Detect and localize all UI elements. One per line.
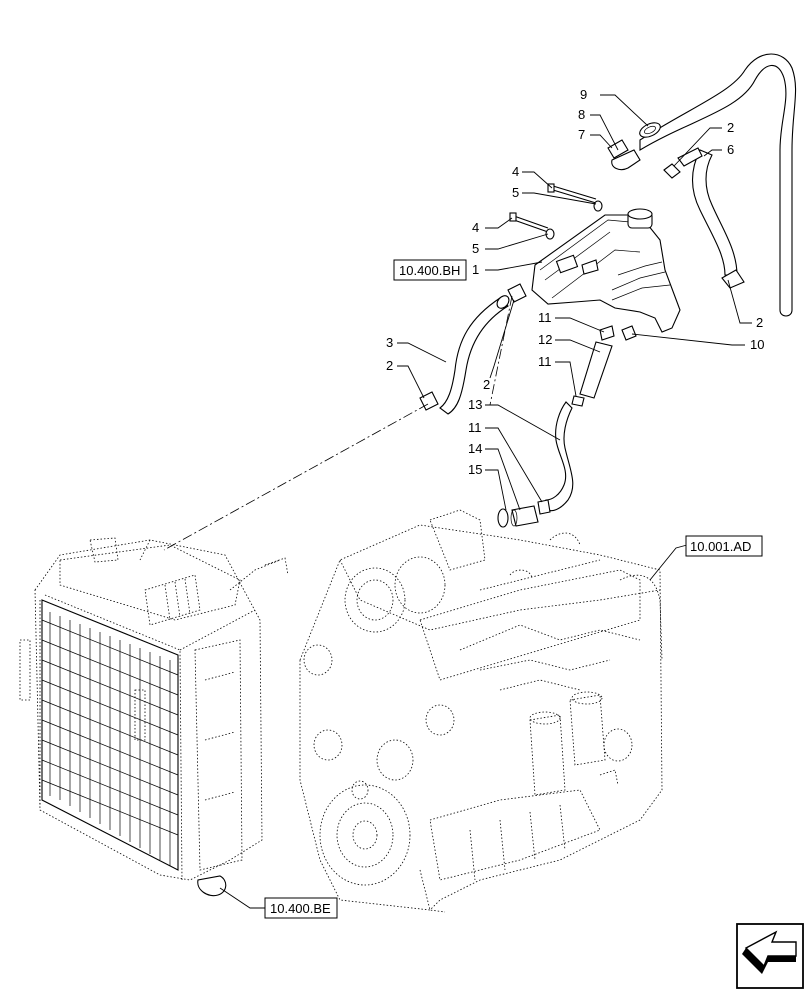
callout-7: 7 (578, 127, 585, 142)
callout-4-upper: 4 (512, 164, 519, 179)
callout-1: 1 (472, 262, 479, 277)
callout-2-top: 2 (727, 120, 734, 135)
callout-11-upper: 11 (538, 310, 552, 325)
callout-14: 14 (468, 441, 482, 456)
leader-lines (219, 94, 752, 909)
bolt-4-lower (509, 212, 549, 233)
reference-10-400-be-label: 10.400.BE (270, 901, 331, 916)
callout-5-lower: 5 (472, 241, 479, 256)
callout-6: 6 (727, 142, 734, 157)
hose-12 (579, 341, 613, 399)
hose-13 (545, 401, 574, 512)
next-page-arrow-icon[interactable] (736, 923, 804, 989)
clamp-2-top (663, 163, 681, 179)
washer-5-upper (593, 200, 603, 212)
reference-10-400-bh-label: 10.400.BH (399, 263, 460, 278)
fitting-11-lower (537, 499, 551, 515)
hose-6 (677, 147, 738, 276)
callout-12: 12 (538, 332, 552, 347)
radiator-core (41, 599, 179, 871)
reference-10-001-ad[interactable]: 10.001.AD (685, 535, 763, 557)
fitting-11-upper (599, 325, 615, 341)
reference-10-400-bh[interactable]: 10.400.BH (393, 259, 467, 281)
callout-11-lower: 11 (468, 420, 482, 435)
callout-2-mid: 2 (483, 377, 490, 392)
alignment-line-radiator (163, 403, 429, 551)
engine-assembly (299, 509, 663, 913)
washer-5-lower (545, 228, 555, 240)
clamp-2-hose3-top (507, 283, 527, 303)
hose-3 (439, 295, 510, 415)
callout-4-lower: 4 (472, 220, 479, 235)
expansion-tank (531, 208, 681, 333)
callout-2-left: 2 (386, 358, 393, 373)
clamp-14 (510, 505, 539, 527)
callout-13: 13 (468, 397, 482, 412)
callout-15: 15 (468, 462, 482, 477)
callout-8: 8 (578, 107, 585, 122)
reference-10-400-be[interactable]: 10.400.BE (264, 897, 338, 919)
callout-9: 9 (580, 87, 587, 102)
callout-11-mid: 11 (538, 354, 552, 369)
upper-return-hose (639, 53, 797, 317)
reference-10-001-ad-label: 10.001.AD (690, 539, 751, 554)
radiator-assembly (19, 537, 289, 897)
bolt-4-upper (547, 183, 597, 204)
callout-10: 10 (750, 337, 764, 352)
callout-2-right: 2 (756, 315, 763, 330)
fitting-11-mid (571, 395, 585, 407)
clamp-10 (621, 325, 637, 341)
callout-3: 3 (386, 335, 393, 350)
clamp-2-right (721, 269, 745, 289)
callout-5-upper: 5 (512, 185, 519, 200)
clamp-15 (497, 508, 509, 528)
clamp-9 (639, 122, 661, 138)
alignment-line-engine (489, 295, 513, 406)
connector-7-8 (607, 139, 641, 171)
